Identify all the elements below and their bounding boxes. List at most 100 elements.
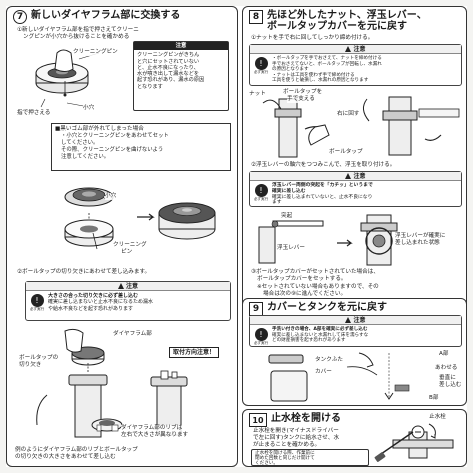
- left-column: 7 新しいダイヤフラム部に交換する ①新しいダイヤフラム部を指で押さえてクリーニ…: [6, 6, 238, 467]
- section-7-number: 7: [13, 10, 27, 24]
- label-part-a: A部: [439, 351, 449, 358]
- warning-icon: [117, 283, 124, 289]
- label-press-with-finger: 指で押さえる: [17, 110, 51, 117]
- nut-caution-body: ・ボールタップを手でおさえて、ナットを締め付ける 手でおさえてないと、ボールタッ…: [272, 56, 382, 84]
- tank-caution-title: 注意: [250, 316, 461, 325]
- sec10-line1: 止水栓を開き(マイナスドライバー: [253, 428, 339, 434]
- section-9-panel: 9 カバーとタンクを元に戻す 注意 !必ず実行 手洗い付きの場合、A部を確実に必…: [242, 298, 467, 406]
- label-nut: ナット: [249, 91, 266, 98]
- direction-caution-tag: 取付方向注意！: [169, 347, 220, 358]
- section-8-number: 8: [249, 10, 263, 24]
- nut-caution-title: 注意: [250, 45, 461, 54]
- sec8-step3-line3: ※セットされていない場合もありますので、その: [257, 284, 379, 290]
- label-cleaning-pin: クリーニングピン: [73, 49, 118, 56]
- sec10-line3: が止まることを確かめる。: [253, 442, 321, 448]
- label-inserted-line1: 浮玉レバーが確実に: [395, 233, 446, 240]
- rubber-detached-note: ■黒いゴム部が外れてしまった場合 ・小穴とクリーニングピンをあわせてセット して…: [51, 123, 231, 171]
- lever-caution-title: 注意: [250, 172, 461, 181]
- sec10-line2: で左に回す)タンクに給水させ、水: [253, 435, 340, 441]
- label-notch-line2: 切り欠き: [19, 362, 42, 369]
- warning-icon: [345, 46, 352, 52]
- caution-line-4: 水が噴き出して漏水などを: [137, 71, 200, 78]
- label-boss: 突起: [281, 213, 293, 220]
- rubber-note-line-4: 注意してください。: [61, 154, 110, 160]
- label-notch-line1: ボールタップの: [19, 355, 59, 362]
- sec8-step3-line4: 場合は次の⑨に進んでください。: [263, 291, 347, 297]
- label-vertical-line2: 差し込む: [439, 382, 462, 389]
- label-align: あわせる: [435, 365, 458, 372]
- must-do-icon: !必ず実行: [253, 328, 269, 345]
- warning-icon: [345, 317, 352, 323]
- section-10-panel: 10 止水栓を開ける 止水栓を開き(マイナスドライバー で左に回す)タンクに給水…: [242, 409, 467, 467]
- label-rib-line2: 左右で大きさが異なります: [121, 432, 189, 439]
- caution-line-3: と、止水不良になったり、: [137, 64, 199, 71]
- tank-caution-note: 注意 !必ず実行 手洗い付きの場合、A部を確実に必ず差し込む 確実に差し込まない…: [249, 315, 462, 347]
- section-10-title: 止水栓を開ける: [271, 413, 341, 424]
- label-float-lever: 浮玉レバー: [277, 245, 305, 252]
- sec7-step1-line2: ングピンが小穴から抜けることを確かめる: [23, 34, 130, 40]
- sec8-step2: ②浮玉レバーの軸穴をつつみこんで、浮玉を取り付ける。: [251, 162, 396, 168]
- rubber-assembly-illustration: [64, 187, 216, 250]
- sec7-bottom-line1: 例のようにダイヤフラム部のリブとボールタップ: [15, 447, 138, 453]
- instruction-page: 7 新しいダイヤフラム部に交換する ①新しいダイヤフラム部を指で押さえてクリーニ…: [6, 6, 467, 467]
- sec7-step1-line1: ①新しいダイヤフラム部を指で押さえてクリーニ: [17, 27, 139, 33]
- must-do-icon: !必ず実行: [253, 57, 269, 74]
- label-hold-line2: 手で支える: [287, 96, 315, 103]
- water-valve-illustration: [374, 423, 454, 462]
- must-do-icon: !必ず実行: [29, 294, 45, 311]
- rubber-note-line-1: ・小穴とクリーニングピンをあわせてセット: [61, 133, 169, 139]
- lever-caution-note: 注意 !必ず実行 浮玉レバー両側の突起を「カチッ」というまで 確実に差し込む 確…: [249, 171, 462, 207]
- section-10-number: 10: [249, 413, 267, 427]
- sec7-step2: ②ボールタップの切り欠きにあわせて差し込みます。: [17, 269, 151, 275]
- label-tank-lid: タンクふた: [315, 357, 343, 364]
- tank-cover-illustration: [268, 352, 410, 402]
- notch-caution-title: 注意: [26, 282, 230, 291]
- lever-caution-body: 浮玉レバー両側の突起を「カチッ」というまで 確実に差し込む 確実に差し込まれてい…: [272, 183, 373, 206]
- tank-caution-body: 手洗い付きの場合、A部を確実に必ず差し込む 確実に差し込まないと水漏れして床を濡…: [272, 327, 369, 344]
- label-turn-right: 右に回す: [337, 111, 360, 118]
- sec8-step1: ①ナットを手で右に回してしっかり締め付ける。: [251, 35, 374, 41]
- label-hold-line1: ボールタップを: [283, 89, 323, 96]
- section-9-number: 9: [249, 302, 263, 316]
- rubber-note-line-2: してください。: [61, 140, 99, 146]
- valve-open-note: 止水栓を開ける際、作業前に 閉めた回数と同じだけ開けて ください。: [251, 449, 369, 466]
- label-balltap: ボールタップ: [329, 149, 363, 156]
- nut-caution-note: 注意 !必ず実行 ・ボールタップを手でおさえて、ナットを締め付ける 手でおさえて…: [249, 44, 462, 86]
- notch-caution-body: 大きさの合った切り欠きに必ず差し込む 確実に差し込まないと止水不良になるため漏水…: [48, 293, 154, 312]
- caution-head: 注意: [134, 42, 228, 51]
- section-9-title: カバーとタンクを元に戻す: [267, 302, 387, 313]
- caution-line-6: となります: [137, 83, 163, 90]
- right-column: 8 先ほど外したナット、浮玉レバー、ボールタップカバーを元に戻す ①ナットを手で…: [242, 6, 467, 467]
- rubber-note-head: ■黒いゴム部が外れてしまった場合: [55, 126, 144, 132]
- notch-caution-note: 注意 !必ず実行 大きさの合った切り欠きに必ず差し込む 確実に差し込まないと止水…: [25, 281, 231, 321]
- diaphragm-press-illustration: [35, 49, 100, 108]
- label-vertical-line1: 垂直に: [439, 375, 456, 382]
- sec8-step3-line2: ボールタップカバーをセットする。: [257, 276, 347, 282]
- label-part-b: B部: [429, 395, 439, 402]
- section-8-title: 先ほど外したナット、浮玉レバー、ボールタップカバーを元に戻す: [267, 10, 427, 32]
- label-small-hole: 小穴: [83, 105, 95, 112]
- section-7-panel: 7 新しいダイヤフラム部に交換する ①新しいダイヤフラム部を指で押さえてクリーニ…: [6, 6, 238, 467]
- float-lever-illustration: [258, 214, 398, 266]
- caution-line-2: と穴にセットされていない: [137, 58, 200, 65]
- caution-line-5: 起す恐れがあり、漏水の原因: [137, 77, 205, 84]
- rubber-note-line-3: その際、クリーニングピンを曲げないよう: [61, 147, 164, 153]
- section-8-panel: 8 先ほど外したナット、浮玉レバー、ボールタップカバーを元に戻す ①ナットを手で…: [242, 6, 467, 316]
- sec7-bottom-line2: の切り欠きの大きさをあわせて差し込む: [15, 454, 116, 460]
- sec8-step3-line1: ③ボールタップカバーがセットされていた場合は、: [251, 269, 379, 275]
- label-cleaning-pin-2b: ピン: [121, 249, 133, 256]
- label-rib-line1: ダイヤフラム部のリブは: [121, 425, 183, 432]
- caution-line-1: クリーニングピンがきちん: [137, 52, 200, 59]
- warning-icon: [345, 173, 352, 179]
- section-10-header: 10 止水栓を開ける: [249, 413, 341, 427]
- label-small-hole-2: 小穴: [105, 193, 117, 200]
- label-diaphragm: ダイヤフラム部: [113, 331, 152, 338]
- section-9-header: 9 カバーとタンクを元に戻す: [249, 302, 387, 316]
- nut-tightening-illustration: [262, 96, 460, 158]
- section-7-title: 新しいダイヤフラム部に交換する: [31, 10, 181, 21]
- section-7-header: 7 新しいダイヤフラム部に交換する: [13, 10, 180, 24]
- caution-cleaning-pin: 注意 クリーニングピンがきちん と穴にセットされていない と、止水不良になったり…: [133, 41, 229, 111]
- label-cover: カバー: [315, 369, 332, 376]
- label-cleaning-pin-2a: クリーニング: [113, 242, 147, 249]
- section-8-header: 8 先ほど外したナット、浮玉レバー、ボールタップカバーを元に戻す: [249, 10, 427, 32]
